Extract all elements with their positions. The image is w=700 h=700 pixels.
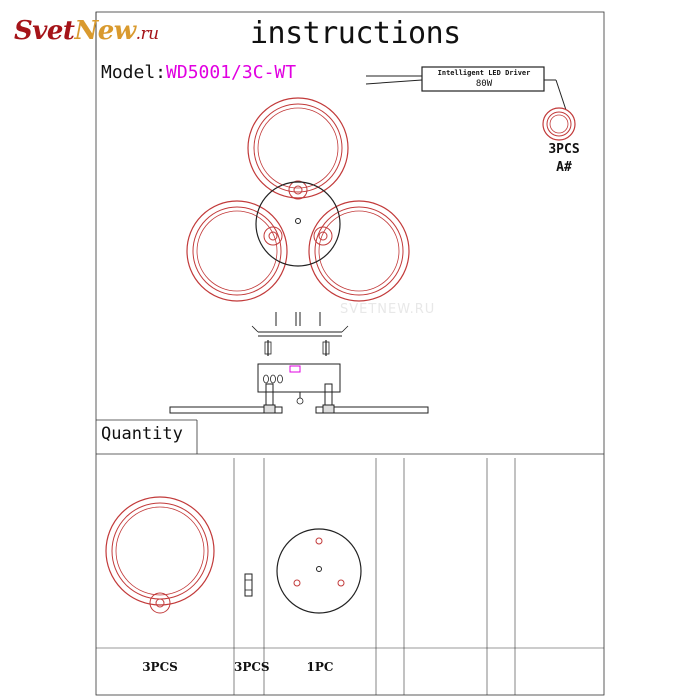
model-label: Model:	[101, 62, 167, 83]
quantity-label: Quantity	[101, 424, 183, 444]
top-ring	[247, 97, 349, 200]
logo-part-svet: Svet	[14, 16, 75, 46]
qty-count-connectors: 3PCS	[234, 660, 270, 674]
ring-part-icon	[542, 107, 576, 141]
driver-power: 80W	[475, 79, 493, 89]
ring-arms-side	[169, 383, 429, 414]
quantity-header-box	[96, 419, 604, 455]
qty-connector-drawing	[244, 573, 253, 597]
right-ring	[308, 200, 410, 302]
canopy-box-side	[257, 363, 341, 405]
qty-ring-drawing	[105, 496, 215, 614]
qty-count-rings: 3PCS	[142, 660, 178, 674]
logo-part-domain: .ru	[135, 24, 159, 44]
page-title: instructions	[250, 16, 461, 51]
canopy-plate	[255, 181, 341, 267]
left-ring	[186, 200, 288, 302]
site-logo: SvetNew.ru	[14, 16, 159, 46]
mounting-bracket-drawing	[251, 312, 349, 356]
watermark: SVETNEW.RU	[340, 302, 436, 317]
page-frame	[95, 11, 605, 696]
driver-label: Intelligent LED Driver	[437, 69, 531, 77]
logo-part-new: New	[74, 16, 136, 46]
qty-canopy-drawing	[276, 528, 362, 614]
ring-part-code: A#	[556, 160, 572, 175]
qty-count-canopy: 1PC	[306, 660, 334, 674]
ring-part-count: 3PCS	[548, 142, 580, 157]
led-driver-drawing	[365, 66, 567, 111]
model-line: Model:WD5001/3C-WT	[101, 62, 296, 83]
quantity-table-grid	[96, 458, 604, 695]
model-value: WD5001/3C-WT	[166, 62, 297, 83]
